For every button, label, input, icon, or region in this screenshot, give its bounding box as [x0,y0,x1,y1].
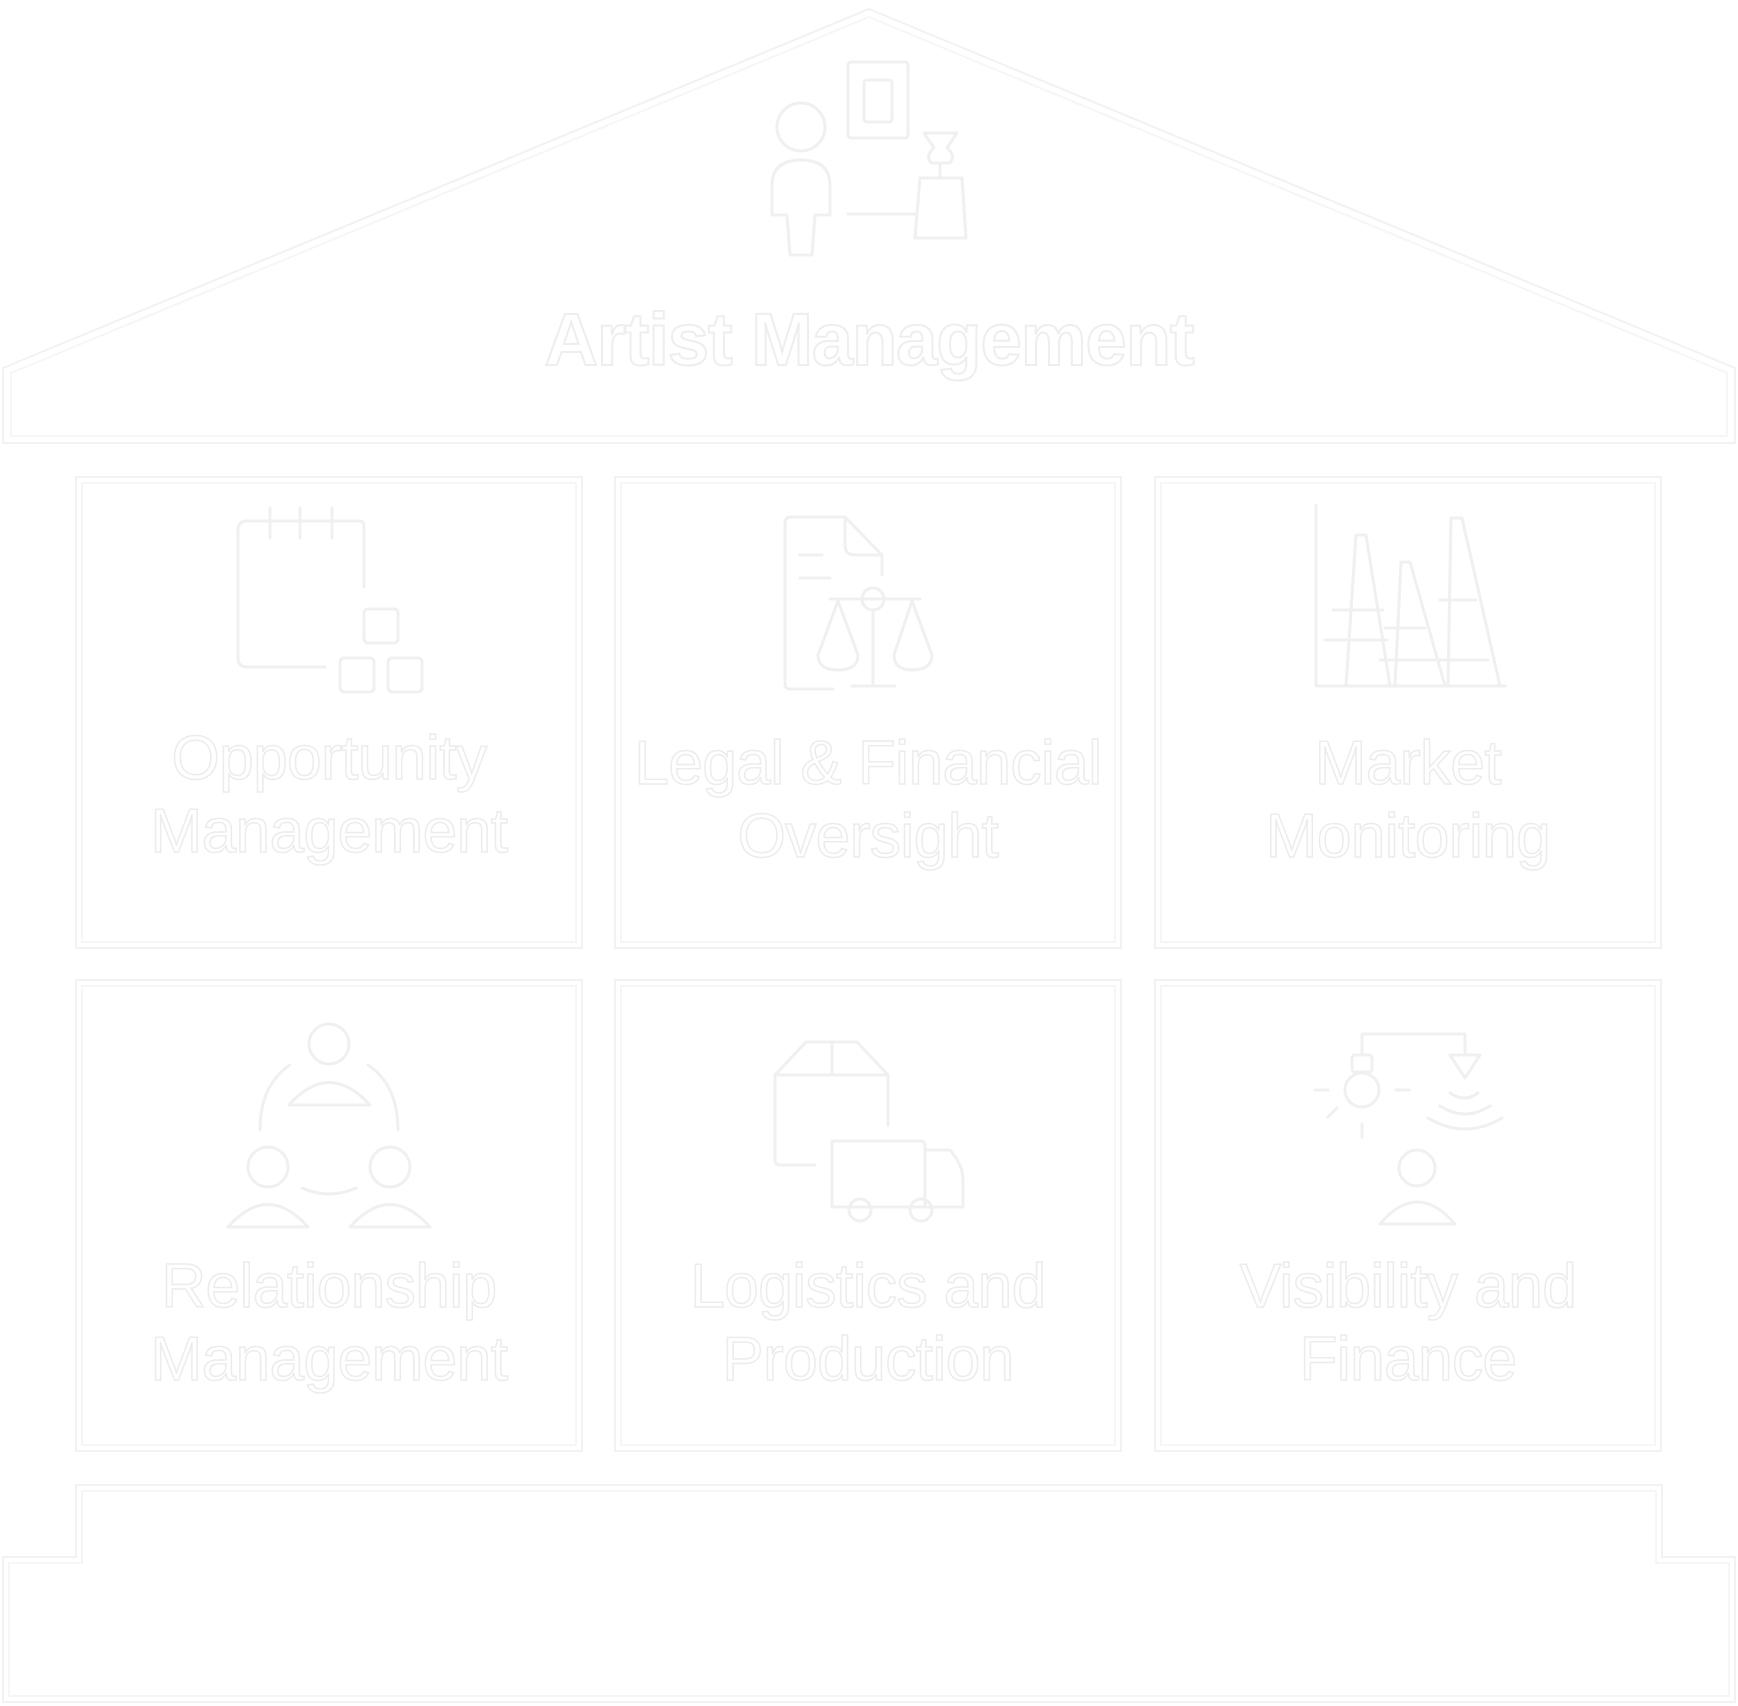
pillar-label-line-2: Finance [1299,1324,1518,1395]
pillar-opportunity-management: Opportunity Management [76,477,582,948]
pillar-label-line-1: Relationship [161,1251,498,1322]
pillar-legal-financial-oversight: Legal & Financial Oversight [615,477,1121,948]
people-network-icon [226,1022,432,1229]
pillar-label-line-2: Management [150,796,509,867]
calendar-blocks-icon [236,506,424,694]
spotlight-audience-icon [1313,1032,1504,1226]
pillar-label-line-1: Legal & Financial [634,728,1103,799]
pillar-visibility-finance: Visibility and Finance [1155,980,1661,1451]
pillar-market-monitoring: Market Monitoring [1155,477,1661,948]
pillar-label-line-1: Visibility and [1239,1251,1577,1322]
pillar-label-line-2: Production [722,1324,1015,1395]
roof [2,7,1736,444]
artist-with-artwork-and-sculpture-icon [770,60,968,257]
pillar-label-line-2: Management [150,1324,509,1395]
pillar-logistics-production: Logistics and Production [615,980,1121,1451]
foundation [2,1484,1736,1703]
pillar-label-line-1: Market [1314,728,1502,799]
pillar-label-line-2: Oversight [737,801,1000,872]
pillar-relationship-management: Relationship Management [76,980,582,1451]
box-truck-icon [773,1040,965,1223]
pillar-frames [75,476,1662,1452]
pillar-label-line-1: Logistics and [690,1251,1047,1322]
diagram-title: Artist Management [543,298,1195,381]
peak-chart-icon [1314,503,1507,688]
pillar-label-line-2: Monitoring [1265,801,1551,872]
pillar-label-line-1: Opportunity [171,723,488,794]
document-scales-icon [783,515,934,691]
